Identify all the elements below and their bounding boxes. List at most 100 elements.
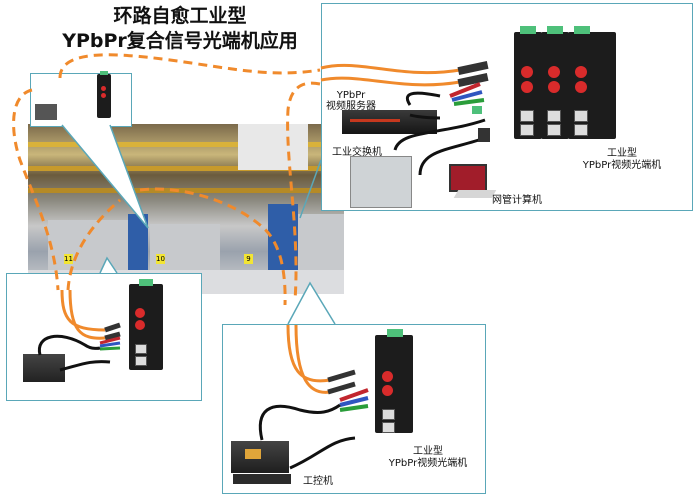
photo-machine xyxy=(298,214,344,274)
st-connector xyxy=(382,385,393,396)
st-connector xyxy=(135,320,145,330)
power-cable xyxy=(409,113,441,120)
ethernet-cable xyxy=(393,118,486,151)
rj45-port xyxy=(547,110,561,122)
device-label: 工业型 xyxy=(413,446,443,457)
rca-green xyxy=(453,98,485,106)
st-connector xyxy=(382,371,393,382)
rj45-port xyxy=(547,124,561,136)
rj45-port xyxy=(520,124,534,136)
video-server-icon xyxy=(342,110,437,134)
fiber-cable xyxy=(286,324,331,383)
fiber-cable xyxy=(60,289,106,332)
photo-hood xyxy=(238,124,308,170)
fiber-cable xyxy=(320,63,461,75)
fiber-connector xyxy=(327,381,356,395)
server-label-2: 视频服务器 xyxy=(326,101,376,112)
video-cable xyxy=(258,403,341,441)
station-tag: 10 xyxy=(156,254,165,264)
terminal-block xyxy=(520,26,536,34)
rj45-port xyxy=(520,110,534,122)
pc-screen xyxy=(245,449,261,459)
video-cable xyxy=(406,91,441,106)
rj45-port xyxy=(574,124,588,136)
optical-transceiver xyxy=(375,329,413,433)
fiber-ring-dashed xyxy=(58,53,321,79)
ethernet-cable xyxy=(59,360,111,372)
server-label: YPbPr xyxy=(336,90,366,101)
device-label-2: YPbPr视频光端机 xyxy=(582,160,662,171)
fiber-connector xyxy=(327,369,356,383)
st-connector xyxy=(548,81,560,93)
industrial-pc-icon xyxy=(35,104,57,120)
terminal-block xyxy=(547,26,563,34)
photo-beam xyxy=(28,142,344,147)
optical-transceiver xyxy=(568,26,616,139)
callout-top-left xyxy=(30,71,132,127)
industrial-pc-label: 工控机 xyxy=(303,476,333,487)
fiber-ring-dashed xyxy=(12,88,60,291)
callout-top-right: YPbPr 视频服务器 工业交换机 网管计算机 工业型 YPbPr视频光端机 xyxy=(321,3,693,211)
st-connector xyxy=(101,93,106,98)
rj45-port xyxy=(574,110,588,122)
fiber-cable xyxy=(320,76,461,87)
terminal-block xyxy=(574,26,590,34)
ethernet-cable xyxy=(289,436,356,470)
power-terminal xyxy=(472,106,482,114)
fiber-connector xyxy=(457,72,489,88)
optical-transceiver xyxy=(514,26,542,139)
device-label-2: YPbPr视频光端机 xyxy=(388,458,468,469)
pc-keyboard-tray xyxy=(233,474,291,484)
rj45-port xyxy=(382,422,395,433)
callout-pointer xyxy=(61,124,149,229)
rca-blue xyxy=(451,90,483,102)
industrial-pc-icon xyxy=(231,441,289,473)
terminal-block xyxy=(139,279,153,286)
rca-blue xyxy=(99,341,121,348)
photo-beam xyxy=(28,166,344,171)
optical-transceiver xyxy=(541,26,569,139)
callout-pointer xyxy=(299,159,322,219)
fiber-connector xyxy=(104,322,121,333)
industrial-switch-icon xyxy=(350,156,412,208)
industrial-pc-icon xyxy=(23,354,65,382)
server-led-bar xyxy=(350,119,400,122)
rca-blue xyxy=(339,396,369,407)
rca-red xyxy=(449,82,481,98)
st-connector xyxy=(135,308,145,318)
st-connector xyxy=(521,81,533,93)
fiber-cable xyxy=(294,324,331,394)
diagram-title-line2: YPbPr复合信号光端机应用 xyxy=(62,30,298,52)
callout-pointer xyxy=(287,281,336,325)
video-cable xyxy=(37,334,101,356)
station-tag: 11 xyxy=(64,254,73,264)
photo-machine xyxy=(128,214,148,270)
fiber-ring-dashed xyxy=(286,81,321,301)
device-label: 工业型 xyxy=(607,148,637,159)
optical-transceiver xyxy=(97,71,111,118)
rj45-port xyxy=(135,344,147,354)
photo-machine xyxy=(48,220,128,270)
rca-green xyxy=(339,404,369,412)
db9-connector xyxy=(478,128,490,142)
terminal-block xyxy=(100,71,108,75)
st-connector xyxy=(521,66,533,78)
optical-transceiver xyxy=(129,279,163,370)
fiber-connector xyxy=(457,60,489,76)
st-connector xyxy=(575,81,587,93)
rj45-port xyxy=(382,409,395,420)
laptop-label: 网管计算机 xyxy=(492,195,542,206)
serial-cable xyxy=(418,136,486,176)
rca-red xyxy=(99,336,121,345)
fiber-cable xyxy=(68,289,106,340)
switch-label: 工业交换机 xyxy=(332,147,382,158)
rca-green xyxy=(99,346,121,351)
st-connector xyxy=(548,66,560,78)
fiber-connector xyxy=(104,331,121,341)
fiber-ring-dashed xyxy=(139,187,287,306)
st-connector xyxy=(101,86,106,91)
diagram-title-line1: 环路自愈工业型 xyxy=(113,5,247,27)
rca-red xyxy=(339,388,369,402)
fiber-ring-dashed xyxy=(66,198,121,291)
